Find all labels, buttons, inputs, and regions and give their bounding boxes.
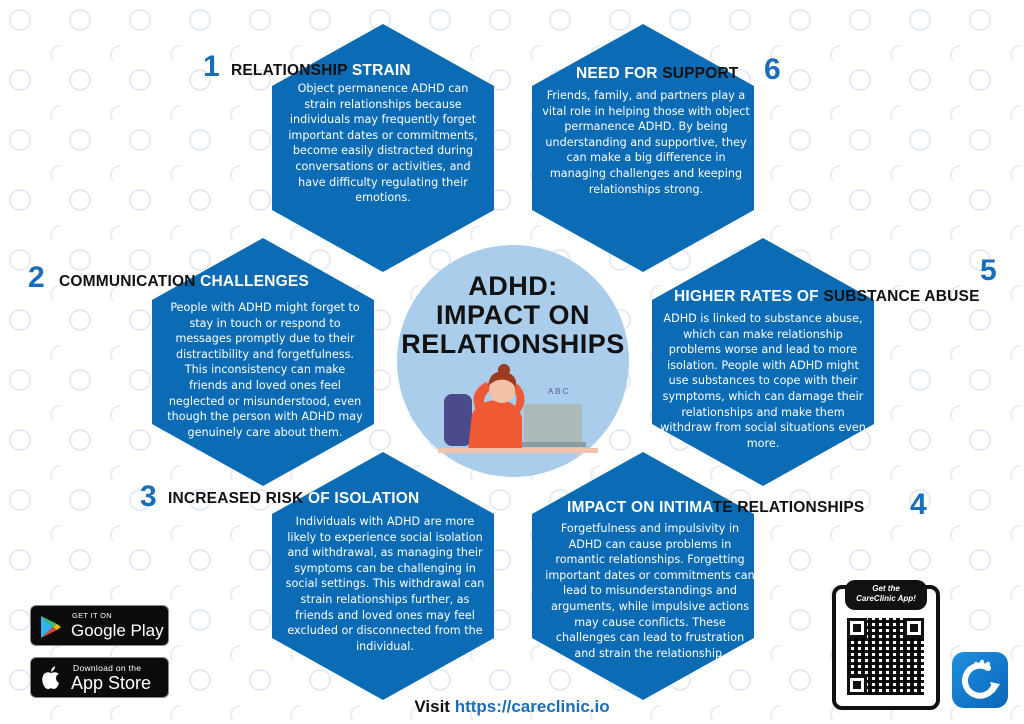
section-number-4: 4 — [910, 488, 927, 521]
section-body-6: Friends, family, and partners play a vit… — [542, 89, 750, 196]
qr-finder-bottom-left — [847, 675, 867, 695]
section-body-1: Object permanence ADHD can strain relati… — [288, 82, 478, 205]
section-heading-6: NEED FOR SUPPORT — [576, 65, 739, 82]
section-number-2: 2 — [28, 261, 45, 294]
qr-finder-top-right — [904, 618, 924, 638]
section-heading-3: INCREASED RISK OF ISOLATION — [168, 490, 420, 507]
apple-icon — [42, 666, 59, 689]
section-body-3: Individuals with ADHD are more likely to… — [285, 515, 485, 653]
footer-visit: Visit https://careclinic.io — [414, 697, 610, 716]
section-body-5: ADHD is linked to substance abuse, which… — [660, 312, 866, 450]
abc-letters: A B C — [548, 387, 569, 396]
qr-finder-top-left — [847, 618, 867, 638]
section-heading-5: HIGHER RATES OF SUBSTANCE ABUSE — [674, 288, 980, 305]
google-play-button[interactable]: GET IT ON Google Play — [30, 605, 169, 646]
hexagon-communication-challenges — [152, 238, 374, 486]
section-body-4: Forgetfulness and impulsivity in ADHD ca… — [545, 522, 755, 660]
section-number-5: 5 — [980, 254, 997, 287]
section-number-6: 6 — [764, 53, 781, 86]
section-body-2: People with ADHD might forget to stay in… — [167, 301, 363, 439]
main-title: ADHD: IMPACT ON RELATIONSHIPS — [401, 271, 625, 359]
section-heading-4: IMPACT ON INTIMATE RELATIONSHIPS — [567, 499, 865, 516]
careclinic-app-icon[interactable] — [952, 652, 1008, 708]
app-store-button[interactable]: Download on the App Store — [30, 657, 169, 698]
qr-label: Get the CareClinic App! — [845, 580, 927, 610]
website-link[interactable]: https://careclinic.io — [454, 697, 610, 716]
section-number-3: 3 — [140, 480, 157, 513]
section-heading-2: COMMUNICATION CHALLENGES — [59, 273, 309, 290]
hexagon-substance-abuse — [652, 238, 874, 486]
section-heading-1: RELATIONSHIP STRAIN — [231, 62, 411, 79]
careclinic-logo-icon — [961, 659, 1000, 699]
google-play-icon — [41, 616, 61, 638]
section-number-1: 1 — [203, 50, 220, 83]
stressed-person-illustration: A B C — [438, 364, 598, 453]
